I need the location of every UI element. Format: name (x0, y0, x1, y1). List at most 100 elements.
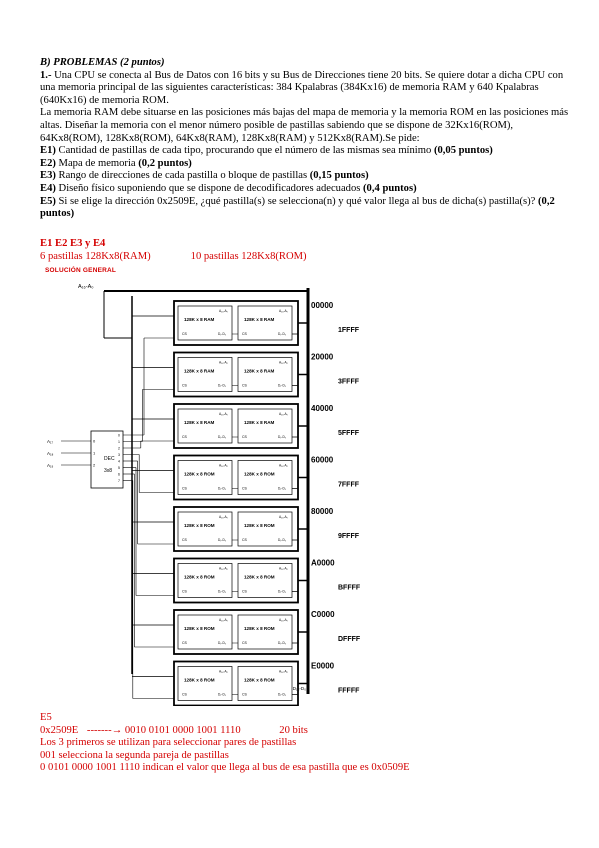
chip-select-label: CS (242, 693, 248, 697)
chip-type-label: 128K x 8 RAM (244, 317, 275, 322)
chip-data-label: D₇-D₀ (278, 384, 287, 388)
range-end: FFFFF (338, 688, 360, 695)
chip-address-label: A₁₆-A₀ (219, 670, 229, 674)
chip-type-label: 128K x 8 ROM (244, 575, 275, 580)
memory-chip (237, 357, 293, 392)
chip-select-label: CS (242, 487, 248, 491)
question-points: (0,2 puntos) (40, 195, 555, 220)
e5-answer: E5 0x2509E -------→ 0010 0101 0000 1001 … (40, 712, 570, 775)
problem-paragraph-2: La memoria RAM debe situarse en las posi… (40, 107, 569, 144)
memory-chip (237, 563, 293, 598)
question-text: Diseño físico suponiendo que se dispone … (55, 182, 364, 194)
chip-select-label: CS (242, 538, 248, 542)
chip-address-label: A₁₆-A₀ (219, 412, 229, 416)
chip-select-label: CS (242, 641, 248, 645)
chip-data-label: D₇-D₀ (218, 332, 227, 336)
chip-type-label: 128K x 8 ROM (184, 472, 215, 477)
range-end: 1FFFF (338, 327, 360, 334)
decoder-input-index: 0 (93, 439, 96, 444)
rom-count: 10 pastillas 128Kx8(ROM) (190, 250, 307, 262)
problem-intro-text: Una CPU se conecta al Bus de Datos con 1… (40, 69, 564, 106)
chip-type-label: 128K x 8 ROM (184, 626, 215, 631)
range-start: A0000 (311, 559, 335, 568)
decoder-output-index: 4 (118, 460, 120, 464)
memory-chip (237, 460, 293, 495)
chip-type-label: 128K x 8 RAM (184, 369, 215, 374)
problem-statement: B) PROBLEMAS (2 puntos) 1.- Una CPU se c… (40, 57, 570, 221)
question-text: Cantidad de pastillas de cada tipo, proc… (55, 145, 434, 157)
chip-address-label: A₁₆-A₀ (219, 464, 229, 468)
e5-binary: 0010 0101 0000 1001 1110 (124, 724, 241, 736)
chip-type-label: 128K x 8 ROM (184, 575, 215, 580)
problem-number: 1.- (40, 69, 52, 81)
memory-chip (177, 563, 233, 598)
memory-chip (177, 511, 233, 547)
arrow-right-icon: → (111, 724, 123, 736)
memory-chip (177, 614, 233, 650)
chip-data-label: D₇-D₀ (218, 641, 227, 645)
chip-select-label: CS (242, 435, 248, 439)
question-points: (0,05 puntos) (433, 145, 493, 157)
chip-select-label: CS (182, 487, 188, 491)
decoder-size: 3x8 (104, 468, 112, 474)
chip-type-label: 128K x 8 ROM (244, 678, 275, 683)
decoder-output-index: 0 (118, 434, 120, 438)
chip-address-label: A₁₆-A₀ (219, 361, 229, 365)
chip-address-label: A₁₆-A₀ (279, 618, 289, 622)
question-points: (0,4 puntos) (363, 182, 417, 194)
e5-title: E5 (40, 712, 52, 723)
chip-type-label: 128K x 8 RAM (184, 317, 215, 322)
range-end: 9FFFF (338, 533, 360, 540)
decoder-output-index: 5 (118, 466, 120, 470)
e5-address: 0x2509E (40, 724, 79, 736)
answer-heading: E1 E2 E3 y E4 (40, 238, 106, 249)
decoder-input-index: 1 (93, 451, 96, 456)
range-end: 3FFFF (338, 379, 360, 386)
chip-type-label: 128K x 8 ROM (244, 626, 275, 631)
chip-address-label: A₁₆-A₀ (219, 618, 229, 622)
decoder-output-index: 2 (118, 447, 120, 451)
e5-line-1: Los 3 primeros se utilizan para seleccio… (40, 737, 297, 749)
decoder-label: DEC (104, 456, 115, 462)
range-end: BFFFF (338, 585, 361, 592)
chip-data-label: D₇-D₀ (278, 332, 287, 336)
chip-select-label: CS (182, 384, 188, 388)
question-code: E3) (40, 170, 56, 182)
chip-select-label: CS (182, 332, 188, 336)
memory-chip (237, 614, 293, 650)
chip-data-label: D₇-D₀ (218, 538, 227, 542)
range-start: 80000 (311, 507, 334, 516)
chip-select-label: CS (242, 332, 248, 336)
range-end: DFFFF (338, 636, 361, 643)
chip-select-label: CS (242, 384, 248, 388)
chip-type-label: 128K x 8 ROM (184, 678, 215, 683)
memory-chip (237, 408, 293, 444)
e5-line-2: 001 selecciona la segunda pareja de past… (40, 749, 229, 761)
chip-data-label: D₇-D₀ (218, 590, 227, 594)
memory-chip (177, 357, 233, 392)
e5-line-3: 0 0101 0000 1001 1110 indican el valor q… (40, 762, 410, 774)
decoder-input-label: A₁₉ (47, 463, 54, 468)
chip-counts: 6 pastillas 128Kx8(RAM)10 pastillas 128K… (40, 251, 570, 264)
chip-address-label: A₁₆-A₀ (279, 567, 289, 571)
answer-header: E1 E2 E3 y E4 6 pastillas 128Kx8(RAM)10 … (40, 238, 570, 263)
question-list: E1) Cantidad de pastillas de cada tipo, … (40, 145, 570, 221)
chip-data-label: D₇-D₀ (218, 487, 227, 491)
range-end: 7FFFF (338, 482, 360, 489)
e5-bits: 20 bits (279, 724, 308, 736)
chip-data-label: D₇-D₀ (218, 435, 227, 439)
decoder-output-index: 6 (118, 473, 120, 477)
chip-type-label: 128K x 8 RAM (244, 420, 275, 425)
chip-address-label: A₁₆-A₀ (219, 567, 229, 571)
range-start: 40000 (311, 404, 334, 413)
memory-chip (177, 408, 233, 444)
decoder-output-index: 1 (118, 440, 120, 444)
e5-conversion: 0x2509E -------→ 0010 0101 0000 1001 111… (40, 725, 570, 738)
question-points: (0,2 puntos) (138, 157, 192, 169)
decoder-output-index: 3 (118, 453, 120, 457)
chip-data-label: D₇-D₀ (278, 538, 287, 542)
question-item: E4) Diseño físico suponiendo que se disp… (40, 183, 570, 196)
address-bus-label: A₁₆-A₀ (78, 284, 94, 290)
range-start: C0000 (311, 610, 335, 619)
